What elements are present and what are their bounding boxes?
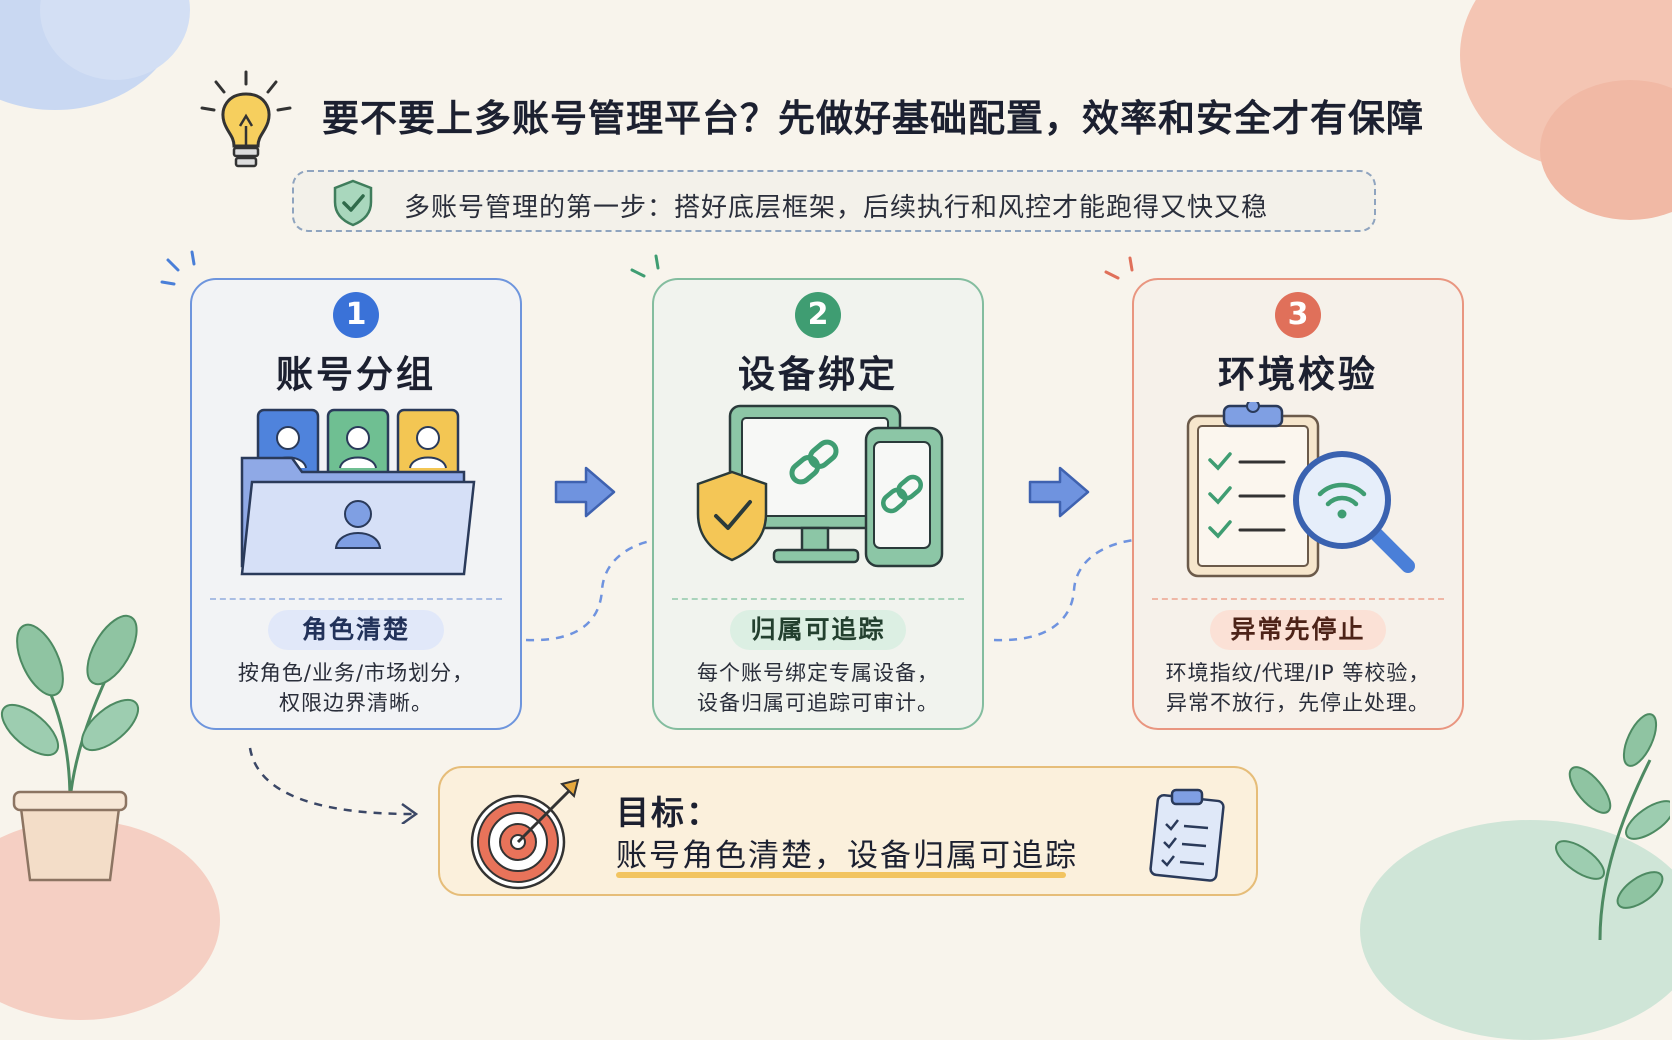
step-title: 账号分组	[276, 353, 436, 396]
step-card-environment-check: 3 环境校验 异常先停止 环境指纹/代理/IP 等校验， 异常不放行，先停止处理…	[1132, 278, 1464, 730]
step-card-device-binding: 2 设备绑定 归属可追踪 每个账号绑定专属设备， 设备归属可追踪可审计。	[652, 278, 984, 730]
step-tag: 角色清楚	[268, 610, 444, 650]
step-tag: 归属可追踪	[730, 610, 906, 650]
clipboard-magnifier-icon	[1186, 402, 1415, 578]
spark-marks	[160, 250, 196, 286]
connector-to-goal	[248, 747, 419, 824]
step-description: 每个账号绑定专属设备， 设备归属可追踪可审计。	[654, 658, 982, 718]
goal-box: 目标： 账号角色清楚，设备归属可追踪	[438, 766, 1258, 896]
target-icon	[470, 778, 580, 890]
step-description: 环境指纹/代理/IP 等校验， 异常不放行，先停止处理。	[1134, 658, 1462, 718]
connector-dashed	[525, 538, 657, 642]
step-description-line: 按角色/业务/市场划分，	[237, 661, 475, 685]
card-divider	[1152, 598, 1444, 600]
step-number: 2	[795, 292, 841, 338]
plant-icon	[1555, 713, 1670, 940]
goal-highlight	[616, 872, 1066, 878]
step-description: 按角色/业务/市场划分， 权限边界清晰。	[192, 658, 520, 718]
step-description-line: 权限边界清晰。	[279, 691, 433, 715]
step-description-line: 设备归属可追踪可审计。	[697, 691, 939, 715]
goal-label: 目标：	[616, 793, 721, 832]
subtitle-banner: 多账号管理的第一步：搭好底层框架，后续执行和风控才能跑得又快又稳	[292, 170, 1376, 232]
step-title: 设备绑定	[738, 353, 898, 396]
step-number: 3	[1275, 292, 1321, 338]
device-link-icon	[696, 404, 944, 568]
bg-blob-peach-2	[1540, 80, 1672, 220]
plant-icon	[0, 614, 140, 882]
goal-text: 账号角色清楚，设备归属可追踪	[616, 838, 1078, 874]
step-number: 1	[333, 292, 379, 338]
arrow-right-icon	[554, 466, 616, 518]
folder-users-icon	[240, 408, 476, 576]
step-description-line: 环境指纹/代理/IP 等校验，	[1165, 661, 1431, 685]
step-description-line: 异常不放行，先停止处理。	[1166, 691, 1430, 715]
card-divider	[210, 598, 502, 600]
page-title: 要不要上多账号管理平台？先做好基础配置，效率和安全才有保障	[322, 97, 1424, 140]
arrow-right-icon	[1028, 466, 1090, 518]
subtitle-text: 多账号管理的第一步：搭好底层框架，后续执行和风控才能跑得又快又稳	[404, 193, 1269, 223]
spark-marks	[630, 254, 660, 278]
shield-check-icon	[333, 179, 373, 227]
card-divider	[672, 598, 964, 600]
step-description-line: 每个账号绑定专属设备，	[697, 661, 939, 685]
lightbulb-icon	[200, 70, 292, 168]
step-tag: 异常先停止	[1210, 610, 1386, 650]
spark-marks	[1104, 256, 1134, 280]
step-card-account-grouping: 1 账号分组 角色清楚 按角色/业务/市场划分， 权限边界清晰。	[190, 278, 522, 730]
step-title: 环境校验	[1218, 353, 1378, 396]
checklist-icon	[1149, 788, 1225, 882]
connector-dashed	[993, 538, 1135, 642]
